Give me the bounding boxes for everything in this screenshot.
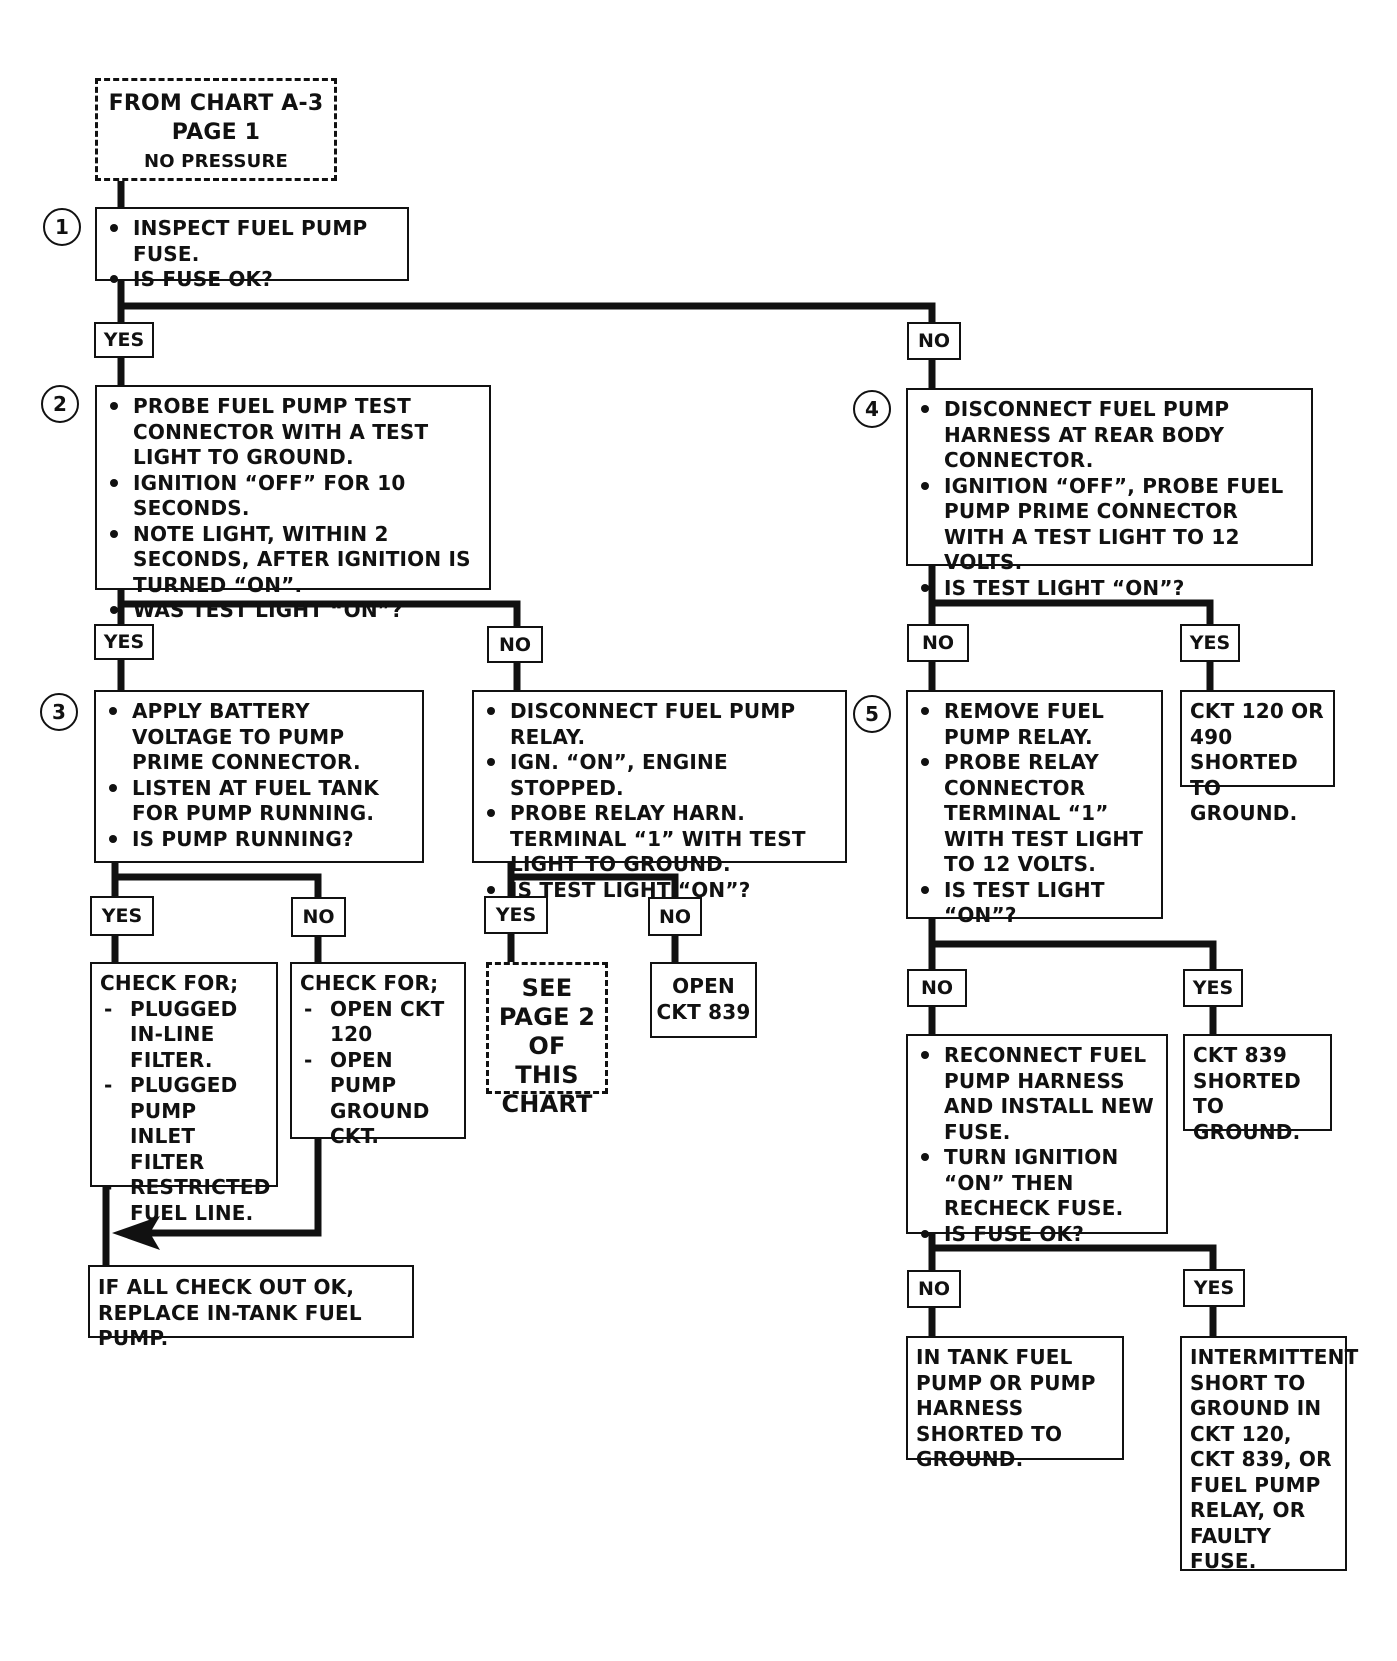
check-for-item: PLUGGED IN-LINE FILTER. xyxy=(100,997,268,1074)
yes-label: YES xyxy=(1180,624,1240,662)
step-1-marker: 1 xyxy=(43,208,81,246)
replace-fuel-pump-box: IF ALL CHECK OUT OK, REPLACE IN-TANK FUE… xyxy=(88,1265,414,1350)
step-2-marker: 2 xyxy=(41,385,79,423)
no-label: NO xyxy=(487,626,543,663)
start-reference-box: FROM CHART A-3 PAGE 1 NO PRESSURE xyxy=(95,78,337,181)
step-5-marker: 5 xyxy=(853,695,891,733)
step-2-item: PROBE FUEL PUMP TEST CONNECTOR WITH A TE… xyxy=(105,394,481,471)
step-1-item: IS FUSE OK? xyxy=(105,267,399,293)
intermittent-short-text: INTERMITTENT SHORT TO GROUND IN CKT 120,… xyxy=(1190,1345,1359,1573)
step-1-box: INSPECT FUEL PUMP FUSE. IS FUSE OK? xyxy=(95,207,409,291)
step-3-item: APPLY BATTERY VOLTAGE TO PUMP PRIME CONN… xyxy=(104,699,414,776)
step-5-box: REMOVE FUEL PUMP RELAY. PROBE RELAY CONN… xyxy=(906,690,1163,927)
step-2-item: IGNITION “OFF” FOR 10 SECONDS. xyxy=(105,471,481,522)
no-label: NO xyxy=(907,322,961,360)
reconnect-item: IS FUSE OK? xyxy=(916,1222,1158,1248)
yes-label: YES xyxy=(1183,969,1243,1007)
reconnect-item: RECONNECT FUEL PUMP HARNESS AND INSTALL … xyxy=(916,1043,1158,1145)
ckt-120-result-box: CKT 120 OR 490 SHORTED TO GROUND. xyxy=(1180,690,1335,825)
reconnect-fuse-box: RECONNECT FUEL PUMP HARNESS AND INSTALL … xyxy=(906,1034,1168,1246)
check-for-title: CHECK FOR; xyxy=(100,971,239,995)
yes-label: YES xyxy=(94,624,154,660)
no-label: NO xyxy=(648,897,702,936)
step-3-box: APPLY BATTERY VOLTAGE TO PUMP PRIME CONN… xyxy=(94,690,424,863)
see-page-2-text: SEE PAGE 2 OF THIS CHART xyxy=(498,974,596,1118)
step-5-item: IS TEST LIGHT “ON”? xyxy=(916,878,1153,929)
check-for-yes-box: CHECK FOR; PLUGGED IN-LINE FILTER. PLUGG… xyxy=(90,962,278,1225)
start-line-chart: FROM CHART A-3 xyxy=(108,91,324,116)
check-for-item: OPEN PUMP GROUND CKT. xyxy=(300,1048,456,1150)
step-4-marker: 4 xyxy=(853,390,891,428)
open-ckt-839-text: OPEN CKT 839 xyxy=(656,974,751,1024)
yes-label: YES xyxy=(90,896,154,936)
step-3-item: LISTEN AT FUEL TANK FOR PUMP RUNNING. xyxy=(104,776,414,827)
no-label: NO xyxy=(907,1270,961,1308)
ckt-839-shorted-box: CKT 839 SHORTED TO GROUND. xyxy=(1183,1034,1332,1144)
step-4-item: IS TEST LIGHT “ON”? xyxy=(916,576,1303,602)
step-5-item: REMOVE FUEL PUMP RELAY. xyxy=(916,699,1153,750)
relay-test-box: DISCONNECT FUEL PUMP RELAY. IGN. “ON”, E… xyxy=(472,690,847,902)
yes-label: YES xyxy=(484,896,548,934)
replace-fuel-pump-text: IF ALL CHECK OUT OK, REPLACE IN-TANK FUE… xyxy=(98,1275,362,1350)
check-for-title: CHECK FOR; xyxy=(300,971,439,995)
check-for-item: RESTRICTED FUEL LINE. xyxy=(100,1175,270,1226)
step-2-box: PROBE FUEL PUMP TEST CONNECTOR WITH A TE… xyxy=(95,385,491,622)
check-for-item: PLUGGED PUMP INLET FILTER xyxy=(100,1073,268,1175)
relay-test-item: IS TEST LIGHT “ON”? xyxy=(482,878,837,904)
relay-test-item: DISCONNECT FUEL PUMP RELAY. xyxy=(482,699,837,750)
open-ckt-839-box: OPEN CKT 839 xyxy=(650,962,757,1038)
step-2-item: WAS TEST LIGHT “ON”? xyxy=(105,598,481,624)
in-tank-pump-shorted-text: IN TANK FUEL PUMP OR PUMP HARNESS SHORTE… xyxy=(916,1345,1096,1471)
no-label: NO xyxy=(907,969,967,1007)
ckt-839-shorted-text: CKT 839 SHORTED TO GROUND. xyxy=(1193,1043,1301,1144)
start-line-condition: NO PRESSURE xyxy=(143,151,289,172)
no-label: NO xyxy=(291,897,346,937)
in-tank-pump-shorted-box: IN TANK FUEL PUMP OR PUMP HARNESS SHORTE… xyxy=(906,1336,1124,1471)
step-1-item: INSPECT FUEL PUMP FUSE. xyxy=(105,216,399,267)
relay-test-item: PROBE RELAY HARN. TERMINAL “1” WITH TEST… xyxy=(482,801,837,878)
check-for-item: OPEN CKT 120 xyxy=(300,997,456,1048)
yes-label: YES xyxy=(94,322,154,358)
step-4-box: DISCONNECT FUEL PUMP HARNESS AT REAR BOD… xyxy=(906,388,1313,600)
yes-label: YES xyxy=(1183,1269,1245,1307)
relay-test-item: IGN. “ON”, ENGINE STOPPED. xyxy=(482,750,837,801)
intermittent-short-box: INTERMITTENT SHORT TO GROUND IN CKT 120,… xyxy=(1180,1336,1358,1573)
step-4-item: DISCONNECT FUEL PUMP HARNESS AT REAR BOD… xyxy=(916,397,1303,474)
step-4-item: IGNITION “OFF”, PROBE FUEL PUMP PRIME CO… xyxy=(916,474,1303,576)
see-page-2-reference: SEE PAGE 2 OF THIS CHART xyxy=(486,962,608,1118)
no-label: NO xyxy=(907,624,969,662)
step-5-item: PROBE RELAY CONNECTOR TERMINAL “1” WITH … xyxy=(916,750,1153,878)
ckt-120-result-text: CKT 120 OR 490 SHORTED TO GROUND. xyxy=(1190,699,1324,825)
reconnect-item: TURN IGNITION “ON” THEN RECHECK FUSE. xyxy=(916,1145,1158,1222)
step-3-item: IS PUMP RUNNING? xyxy=(104,827,414,853)
check-for-no-box: CHECK FOR; OPEN CKT 120 OPEN PUMP GROUND… xyxy=(290,962,466,1148)
step-2-item: NOTE LIGHT, WITHIN 2 SECONDS, AFTER IGNI… xyxy=(105,522,481,599)
start-line-page: PAGE 1 xyxy=(171,120,261,145)
step-3-marker: 3 xyxy=(40,693,78,731)
